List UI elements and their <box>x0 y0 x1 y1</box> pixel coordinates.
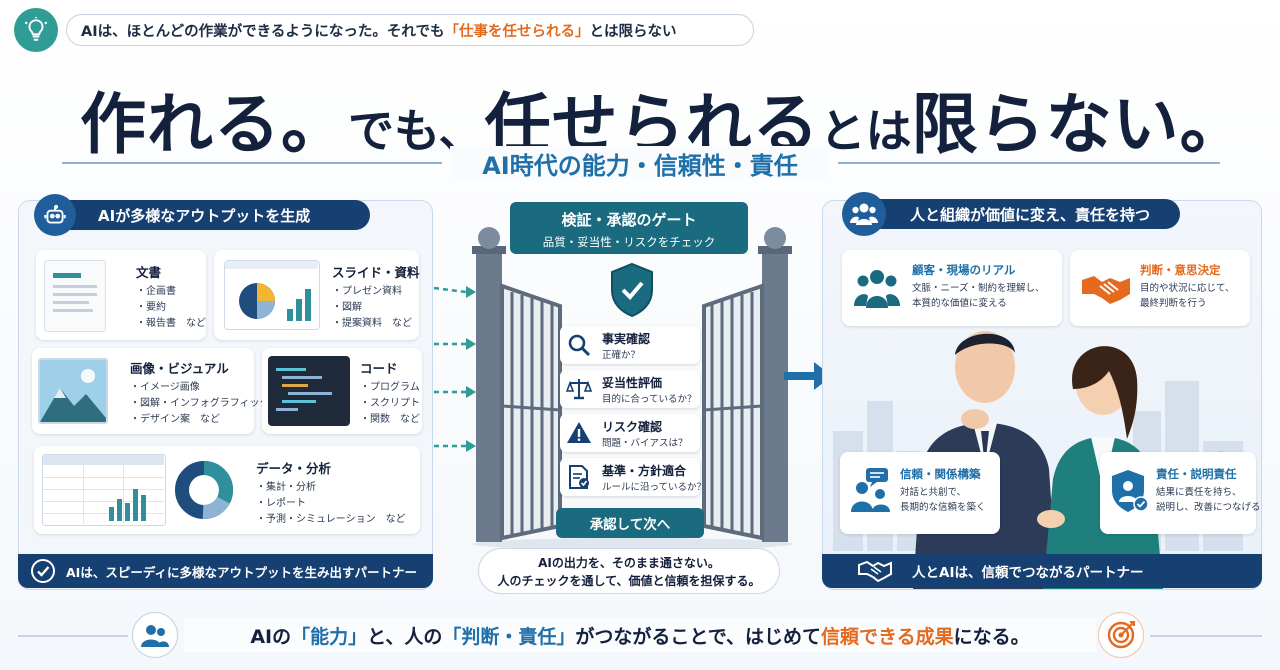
robot-icon <box>34 194 76 236</box>
top-banner-text: AIは、ほとんどの作業ができるようになった。それでも「仕事を任せられる」とは限ら… <box>66 14 754 46</box>
approve-next-button[interactable]: 承認して次へ <box>556 508 704 538</box>
value-card-title: 信頼・関係構築 <box>900 467 981 481</box>
check-circle-icon <box>31 559 55 583</box>
headline: 作れる。 でも、 任せられる とは 限らない。 <box>80 86 1247 163</box>
card-title: データ・分析 <box>256 461 332 476</box>
flow-arrows-left <box>433 286 476 452</box>
value-card-trust: 信頼・関係構築 対話と共創で、 長期的な信頼を築く <box>840 452 1000 534</box>
handshake-icon <box>858 560 892 583</box>
document-check-icon <box>569 465 589 489</box>
shield-person-icon <box>1112 470 1149 512</box>
output-card-slides: スライド・資料 ・プレゼン資料 ・図解 ・提案資料 など <box>214 250 420 340</box>
magnifier-icon <box>568 334 591 357</box>
top-banner: AIは、ほとんどの作業ができるようになった。それでも「仕事を任せられる」とは限ら… <box>14 8 754 52</box>
bottom-divider-left <box>18 635 128 637</box>
value-card-decision: 判断・意思決定 目的や状況に応じて、 最終判断を行う <box>1070 250 1250 326</box>
donut-chart-icon <box>175 461 233 519</box>
document-icon <box>44 260 106 332</box>
value-card-title: 顧客・現場のリアル <box>912 263 1016 277</box>
output-card-data: データ・分析 ・集計・分析 ・レポート ・予測・シミュレーション など <box>34 446 420 534</box>
left-panel-header: AIが多様なアウトプットを生成 <box>34 194 374 236</box>
bottom-conclusion: AIの「能力」と、人の「判断・責任」がつながることで、はじめて信頼できる成果にな… <box>184 618 1096 652</box>
subtitle-divider-right <box>838 162 1220 164</box>
people-group-icon <box>842 192 886 236</box>
people-group-icon <box>132 612 178 658</box>
gate-note: AIの出力を、そのまま通さない。 人のチェックを通して、価値と信頼を担保する。 <box>478 548 780 594</box>
warning-icon <box>567 422 591 443</box>
value-card-title: 責任・説明責任 <box>1156 467 1237 481</box>
image-icon <box>38 358 108 424</box>
right-panel-title: 人と組織が価値に変え、責任を持つ <box>880 199 1180 229</box>
left-panel-title: AIが多様なアウトプットを生成 <box>70 200 370 230</box>
value-card-title: 判断・意思決定 <box>1140 263 1221 277</box>
lightbulb-icon <box>14 8 58 52</box>
output-card-document: 文書 ・企画書 ・要約 ・報告書 など <box>36 250 206 340</box>
value-card-customer: 顧客・現場のリアル 文脈・ニーズ・制約を理解し、 本質的な価値に変える <box>842 250 1062 326</box>
spreadsheet-icon <box>42 454 166 526</box>
bottom-divider-right <box>1150 635 1262 637</box>
shield-check-icon <box>611 262 653 318</box>
slide-chart-icon <box>224 260 320 330</box>
code-editor-icon <box>268 356 350 426</box>
gate-illustration <box>472 227 793 550</box>
check-item-risk: リスク確認 問題・バイアスは？ <box>560 414 700 452</box>
subtitle: AI時代の能力・信頼性・責任 <box>450 146 830 180</box>
card-title: コード <box>360 361 398 376</box>
check-item-compliance: 基準・方針適合 ルールに沿っているか？ <box>560 458 706 496</box>
left-panel-footer: AIは、スピーディに多様なアウトプットを生み出すパートナー <box>18 554 433 588</box>
right-panel-header: 人と組織が価値に変え、責任を持つ <box>842 192 1202 236</box>
top-banner-highlight: 「仕事を任せられる」 <box>444 23 590 40</box>
output-card-code: コード ・プログラム ・スクリプト ・関数 など <box>262 348 422 434</box>
check-item-fact: 事実確認 正確か？ <box>560 326 700 364</box>
customer-group-icon <box>854 270 900 308</box>
check-item-validity: 妥当性評価 目的に合っているか？ <box>560 370 700 408</box>
card-title: 文書 <box>136 265 162 280</box>
value-card-accountability: 責任・説明責任 結果に責任を持ち、 説明し、改善につなげる <box>1100 452 1261 534</box>
target-icon <box>1098 612 1144 658</box>
subtitle-divider-left <box>62 162 442 164</box>
card-title: 画像・ビジュアル <box>130 361 229 376</box>
card-title: スライド・資料 <box>332 265 420 280</box>
right-panel-footer: 人とAIは、信頼でつながるパートナー <box>822 554 1262 588</box>
dialogue-icon <box>851 468 890 512</box>
output-card-image: 画像・ビジュアル ・イメージ画像 ・図解・インフォグラフィック ・デザイン案 な… <box>32 348 270 434</box>
gate-header: 検証・承認のゲート 品質・妥当性・リスクをチェック <box>510 202 748 254</box>
handshake-icon <box>1082 276 1130 304</box>
scale-icon <box>566 379 592 400</box>
